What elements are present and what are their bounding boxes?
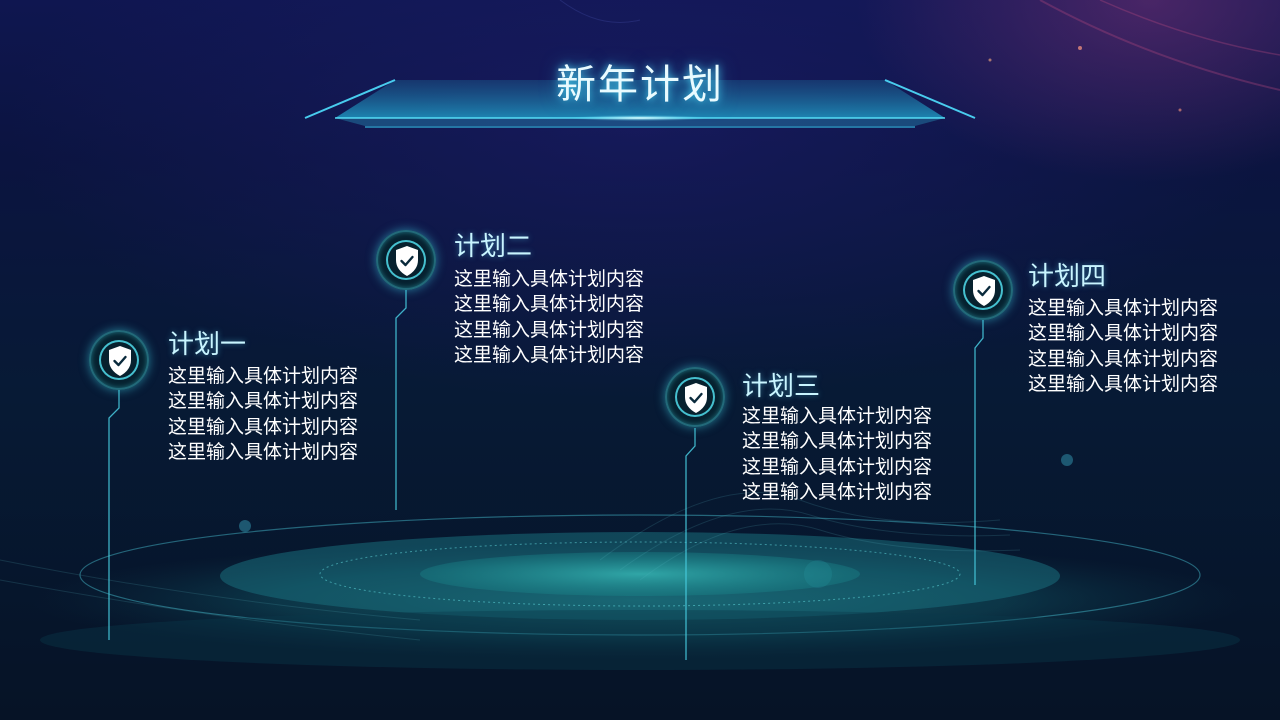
plan-line: 这里输入具体计划内容 [1028,322,1219,345]
plan-line: 这里输入具体计划内容 [168,365,359,387]
shield-check-icon [685,383,707,413]
plan-line: 这里输入具体计划内容 [454,318,645,341]
plan-line: 这里输入具体计划内容 [454,343,645,366]
plan-connectors [108,290,984,660]
shield-check-icon [973,276,995,306]
plan-line: 这里输入具体计划内容 [168,390,359,413]
shield-badge [376,230,436,290]
podium [30,514,1250,670]
plan-title: 计划二 [454,232,533,262]
plan-description: 这里输入具体计划内容 这里输入具体计划内容 这里输入具体计划内容 这里输入具体计… [1028,296,1218,397]
shield-check-icon [109,346,131,376]
plan-line: 这里输入具体计划内容 [168,415,359,438]
plan-title: 计划一 [168,330,247,360]
shield-check-icon [396,246,418,276]
plan-line: 这里输入具体计划内容 [1028,297,1219,319]
shield-badge [89,330,149,390]
plan-line: 这里输入具体计划内容 [454,293,645,316]
plan-line: 这里输入具体计划内容 [742,405,933,427]
plan-title: 计划四 [1028,262,1107,292]
plan-title: 计划三 [742,372,821,402]
plan-line: 这里输入具体计划内容 [1028,372,1219,395]
plan-line: 这里输入具体计划内容 [1028,347,1219,370]
shield-badge [665,367,725,427]
plan-description: 这里输入具体计划内容 这里输入具体计划内容 这里输入具体计划内容 这里输入具体计… [168,364,358,465]
plan-line: 这里输入具体计划内容 [742,430,933,453]
top-right-streaks [559,0,1280,91]
title-bar [304,79,976,128]
plan-line: 这里输入具体计划内容 [742,455,933,478]
page-title: 新年计划 [556,62,724,108]
plan-description: 这里输入具体计划内容 这里输入具体计划内容 这里输入具体计划内容 这里输入具体计… [454,267,644,368]
plan-line: 这里输入具体计划内容 [742,480,933,503]
shield-badge [953,260,1013,320]
plan-line: 这里输入具体计划内容 [168,440,359,463]
plan-description: 这里输入具体计划内容 这里输入具体计划内容 这里输入具体计划内容 这里输入具体计… [742,404,932,505]
plan-line: 这里输入具体计划内容 [454,268,645,290]
